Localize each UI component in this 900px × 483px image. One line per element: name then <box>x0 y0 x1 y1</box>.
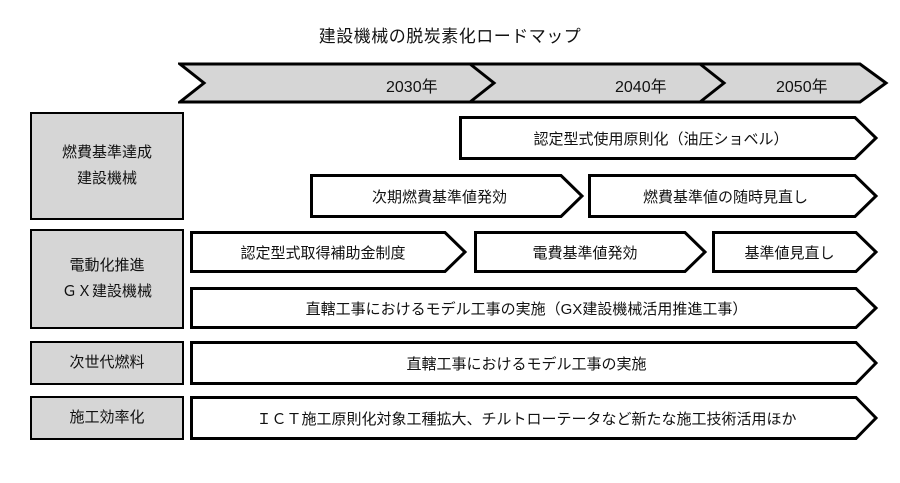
bar-fuel-standard-review: 燃費基準値の随時見直し <box>588 174 879 218</box>
arrow-shape <box>712 231 879 273</box>
timeline-label-2030: 2030年 <box>386 79 438 96</box>
arrow-shape <box>190 231 468 273</box>
timeline-label-2040: 2040年 <box>615 79 667 96</box>
row-label-electrification-gx: 電動化推進 ＧＸ建設機械 <box>30 229 184 329</box>
bar-certified-model-subsidy: 認定型式取得補助金制度 <box>190 231 468 273</box>
page-title: 建設機械の脱炭素化ロードマップ <box>318 27 582 46</box>
row-label-fuel-standard: 燃費基準達成 建設機械 <box>30 112 184 220</box>
arrow-shape <box>310 174 585 218</box>
row-label-next-gen-fuel: 次世代燃料 <box>30 341 184 385</box>
row-label-line: 電動化推進 <box>69 256 145 274</box>
bar-power-consumption-standard: 電費基準値発効 <box>474 231 708 273</box>
bar-label: 電費基準値発効 <box>532 244 638 262</box>
bar-label: 認定型式使用原則化（油圧ショベル） <box>533 130 789 148</box>
bar-label: 次期燃費基準値発効 <box>371 188 507 206</box>
arrow-shape <box>190 396 879 440</box>
bar-label: ＩＣＴ施工原則化対象工種拡大、チルトローテータなど新たな施工技術活用ほか <box>256 410 797 428</box>
bar-ict-construction-expansion: ＩＣＴ施工原則化対象工種拡大、チルトローテータなど新たな施工技術活用ほか <box>190 396 879 440</box>
bar-label: 基準値見直し <box>744 244 835 262</box>
timeline-band: 2030年 2040年 2050年 <box>178 62 890 104</box>
bar-label: 認定型式取得補助金制度 <box>240 244 406 262</box>
bar-standard-value-review: 基準値見直し <box>712 231 879 273</box>
timeline-shape <box>178 62 889 104</box>
row-label-line: 施工効率化 <box>69 408 145 426</box>
bar-label: 燃費基準値の随時見直し <box>642 188 808 206</box>
arrow-shape <box>459 116 879 160</box>
arrow-shape <box>190 287 879 329</box>
arrow-shape <box>190 341 879 385</box>
row-label-line: 次世代燃料 <box>69 353 145 371</box>
arrow-shape <box>588 174 879 218</box>
bar-label: 直轄工事におけるモデル工事の実施 <box>406 355 647 373</box>
bar-direct-model-construction-gx: 直轄工事におけるモデル工事の実施（GX建設機械活用推進工事） <box>190 287 879 329</box>
bar-label: 直轄工事におけるモデル工事の実施（GX建設機械活用推進工事） <box>305 300 748 318</box>
bar-direct-model-construction: 直轄工事におけるモデル工事の実施 <box>190 341 879 385</box>
row-label-line: ＧＸ建設機械 <box>61 283 152 300</box>
bar-next-fuel-standard: 次期燃費基準値発効 <box>310 174 585 218</box>
timeline-label-2050: 2050年 <box>776 79 828 96</box>
row-label-line: 建設機械 <box>76 170 137 187</box>
bar-certified-model-principle: 認定型式使用原則化（油圧ショベル） <box>459 116 879 160</box>
row-label-construction-efficiency: 施工効率化 <box>30 396 184 440</box>
row-label-line: 燃費基準達成 <box>61 143 152 161</box>
arrow-shape <box>474 231 708 273</box>
